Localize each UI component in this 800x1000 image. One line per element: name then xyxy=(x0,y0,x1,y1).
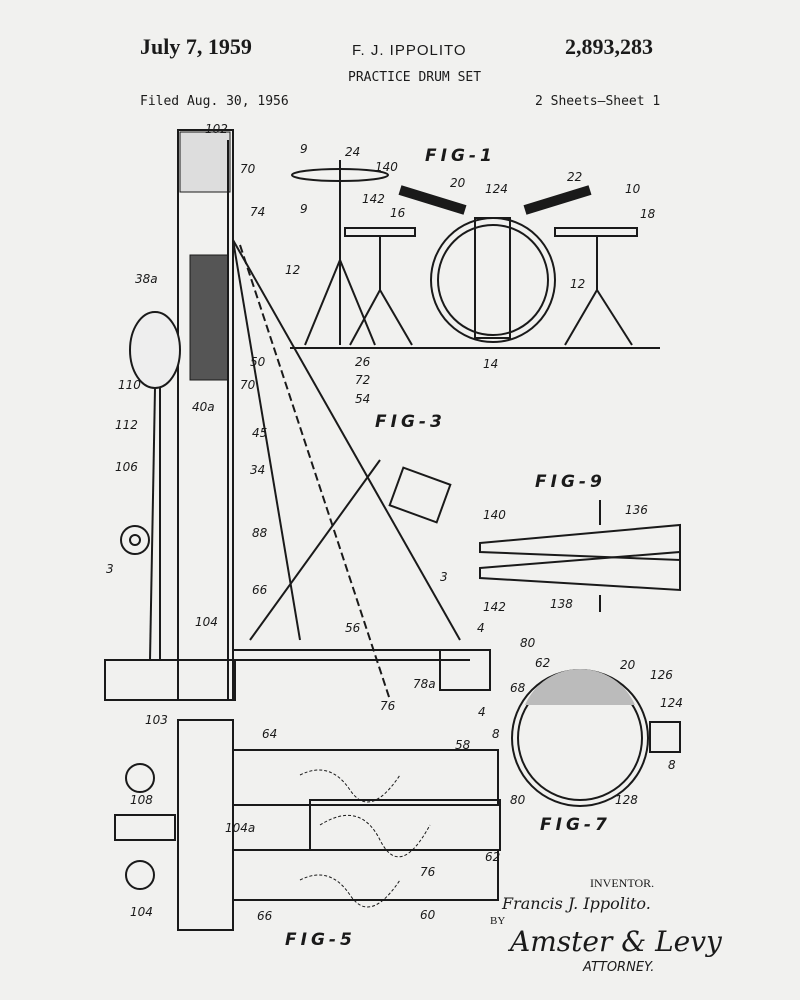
ref-numeral: 56 xyxy=(345,621,361,635)
ref-numeral: 110 xyxy=(118,378,141,392)
ref-numeral: 16 xyxy=(390,206,406,220)
ref-numeral: 76 xyxy=(380,699,396,713)
inventor-name: Francis J. Ippolito. xyxy=(502,894,651,913)
ref-numeral: 24 xyxy=(345,145,361,159)
ref-numeral: 104 xyxy=(130,905,153,919)
ref-numeral: 68 xyxy=(510,681,526,695)
ref-numeral: 60 xyxy=(420,908,436,922)
fig7-drum xyxy=(511,668,681,807)
ref-numeral: 80 xyxy=(510,793,526,807)
ref-numeral: 26 xyxy=(355,355,371,369)
fig5-plan xyxy=(114,719,501,931)
ref-numeral: 54 xyxy=(355,392,371,406)
ref-numeral: 124 xyxy=(660,696,683,710)
ref-numeral: 3 xyxy=(106,562,114,576)
fig-5-label: FIG-5 xyxy=(285,930,356,950)
ref-numeral: 70 xyxy=(240,378,256,392)
ref-numeral: 88 xyxy=(252,526,268,540)
ref-numeral: 76 xyxy=(420,865,436,879)
ref-numeral: 9 xyxy=(300,202,308,216)
inventor-short: F. J. IPPOLITO xyxy=(352,42,467,59)
ref-numeral: 103 xyxy=(145,713,168,727)
fig9-drumsticks xyxy=(479,500,681,612)
ref-numeral: 80 xyxy=(520,636,536,650)
filed-date: Filed Aug. 30, 1956 xyxy=(140,94,289,109)
ref-numeral: 136 xyxy=(625,503,648,517)
ref-numeral: 20 xyxy=(620,658,636,672)
ref-numeral: 8 xyxy=(492,727,500,741)
ref-numeral: 22 xyxy=(567,170,583,184)
ref-numeral: 112 xyxy=(115,418,138,432)
ref-numeral: 106 xyxy=(115,460,138,474)
ref-numeral: 142 xyxy=(483,600,506,614)
ref-numeral: 12 xyxy=(570,277,586,291)
ref-numeral: 66 xyxy=(257,909,273,923)
inventor-label: INVENTOR. xyxy=(590,876,655,890)
ref-numeral: 108 xyxy=(130,793,153,807)
ref-numeral: 104a xyxy=(225,821,256,835)
patent-date: July 7, 1959 xyxy=(140,34,252,59)
fig1-drum-set xyxy=(290,160,660,349)
ref-numeral: 12 xyxy=(285,263,301,277)
ref-numeral: 62 xyxy=(535,656,551,670)
ref-numeral: 4 xyxy=(478,705,486,719)
ref-numeral: 38a xyxy=(135,272,158,286)
fig-1-label: FIG-1 xyxy=(425,146,496,166)
by-label: BY xyxy=(490,915,506,927)
ref-numeral: 50 xyxy=(250,355,266,369)
ref-numeral: 20 xyxy=(450,176,466,190)
ref-numeral: 9 xyxy=(300,142,308,156)
ref-numeral: 126 xyxy=(650,668,673,682)
ref-numeral: 14 xyxy=(483,357,499,371)
attorney-label: ATTORNEY. xyxy=(583,960,655,975)
patent-number: 2,893,283 xyxy=(565,34,653,59)
ref-numeral: 140 xyxy=(375,160,398,174)
ref-numeral: 72 xyxy=(355,373,371,387)
ref-numeral: 40a xyxy=(192,400,215,414)
ref-numeral: 45 xyxy=(252,426,268,440)
ref-numeral: 70 xyxy=(240,162,256,176)
ref-numeral: 138 xyxy=(550,597,573,611)
ref-numeral: 8 xyxy=(668,758,676,772)
ref-numeral: 128 xyxy=(615,793,638,807)
ref-numeral: 3 xyxy=(440,570,448,584)
ref-numeral: 64 xyxy=(262,727,278,741)
ref-numeral: 78a xyxy=(413,677,436,691)
fig-7-label: FIG-7 xyxy=(540,815,611,835)
ref-numeral: 58 xyxy=(455,738,471,752)
sheet-number: 2 Sheets—Sheet 1 xyxy=(535,94,661,109)
ref-numeral: 34 xyxy=(250,463,266,477)
ref-numeral: 4 xyxy=(477,621,485,635)
ref-numeral: 62 xyxy=(485,850,501,864)
fig-3-label: FIG-3 xyxy=(375,412,446,432)
ref-numeral: 18 xyxy=(640,207,656,221)
ref-numeral: 10 xyxy=(625,182,641,196)
ref-numeral: 74 xyxy=(250,205,266,219)
fig3-frame xyxy=(104,129,491,701)
fig-9-label: FIG-9 xyxy=(535,472,606,492)
patent-title: PRACTICE DRUM SET xyxy=(348,70,482,85)
ref-numeral: 104 xyxy=(195,615,218,629)
ref-numeral: 142 xyxy=(362,192,385,206)
ref-numeral: 66 xyxy=(252,583,268,597)
ref-numeral: 124 xyxy=(485,182,508,196)
ref-numeral: 102 xyxy=(205,122,228,136)
ref-numeral: 140 xyxy=(483,508,506,522)
attorney-signature: Amster & Levy xyxy=(510,925,722,958)
